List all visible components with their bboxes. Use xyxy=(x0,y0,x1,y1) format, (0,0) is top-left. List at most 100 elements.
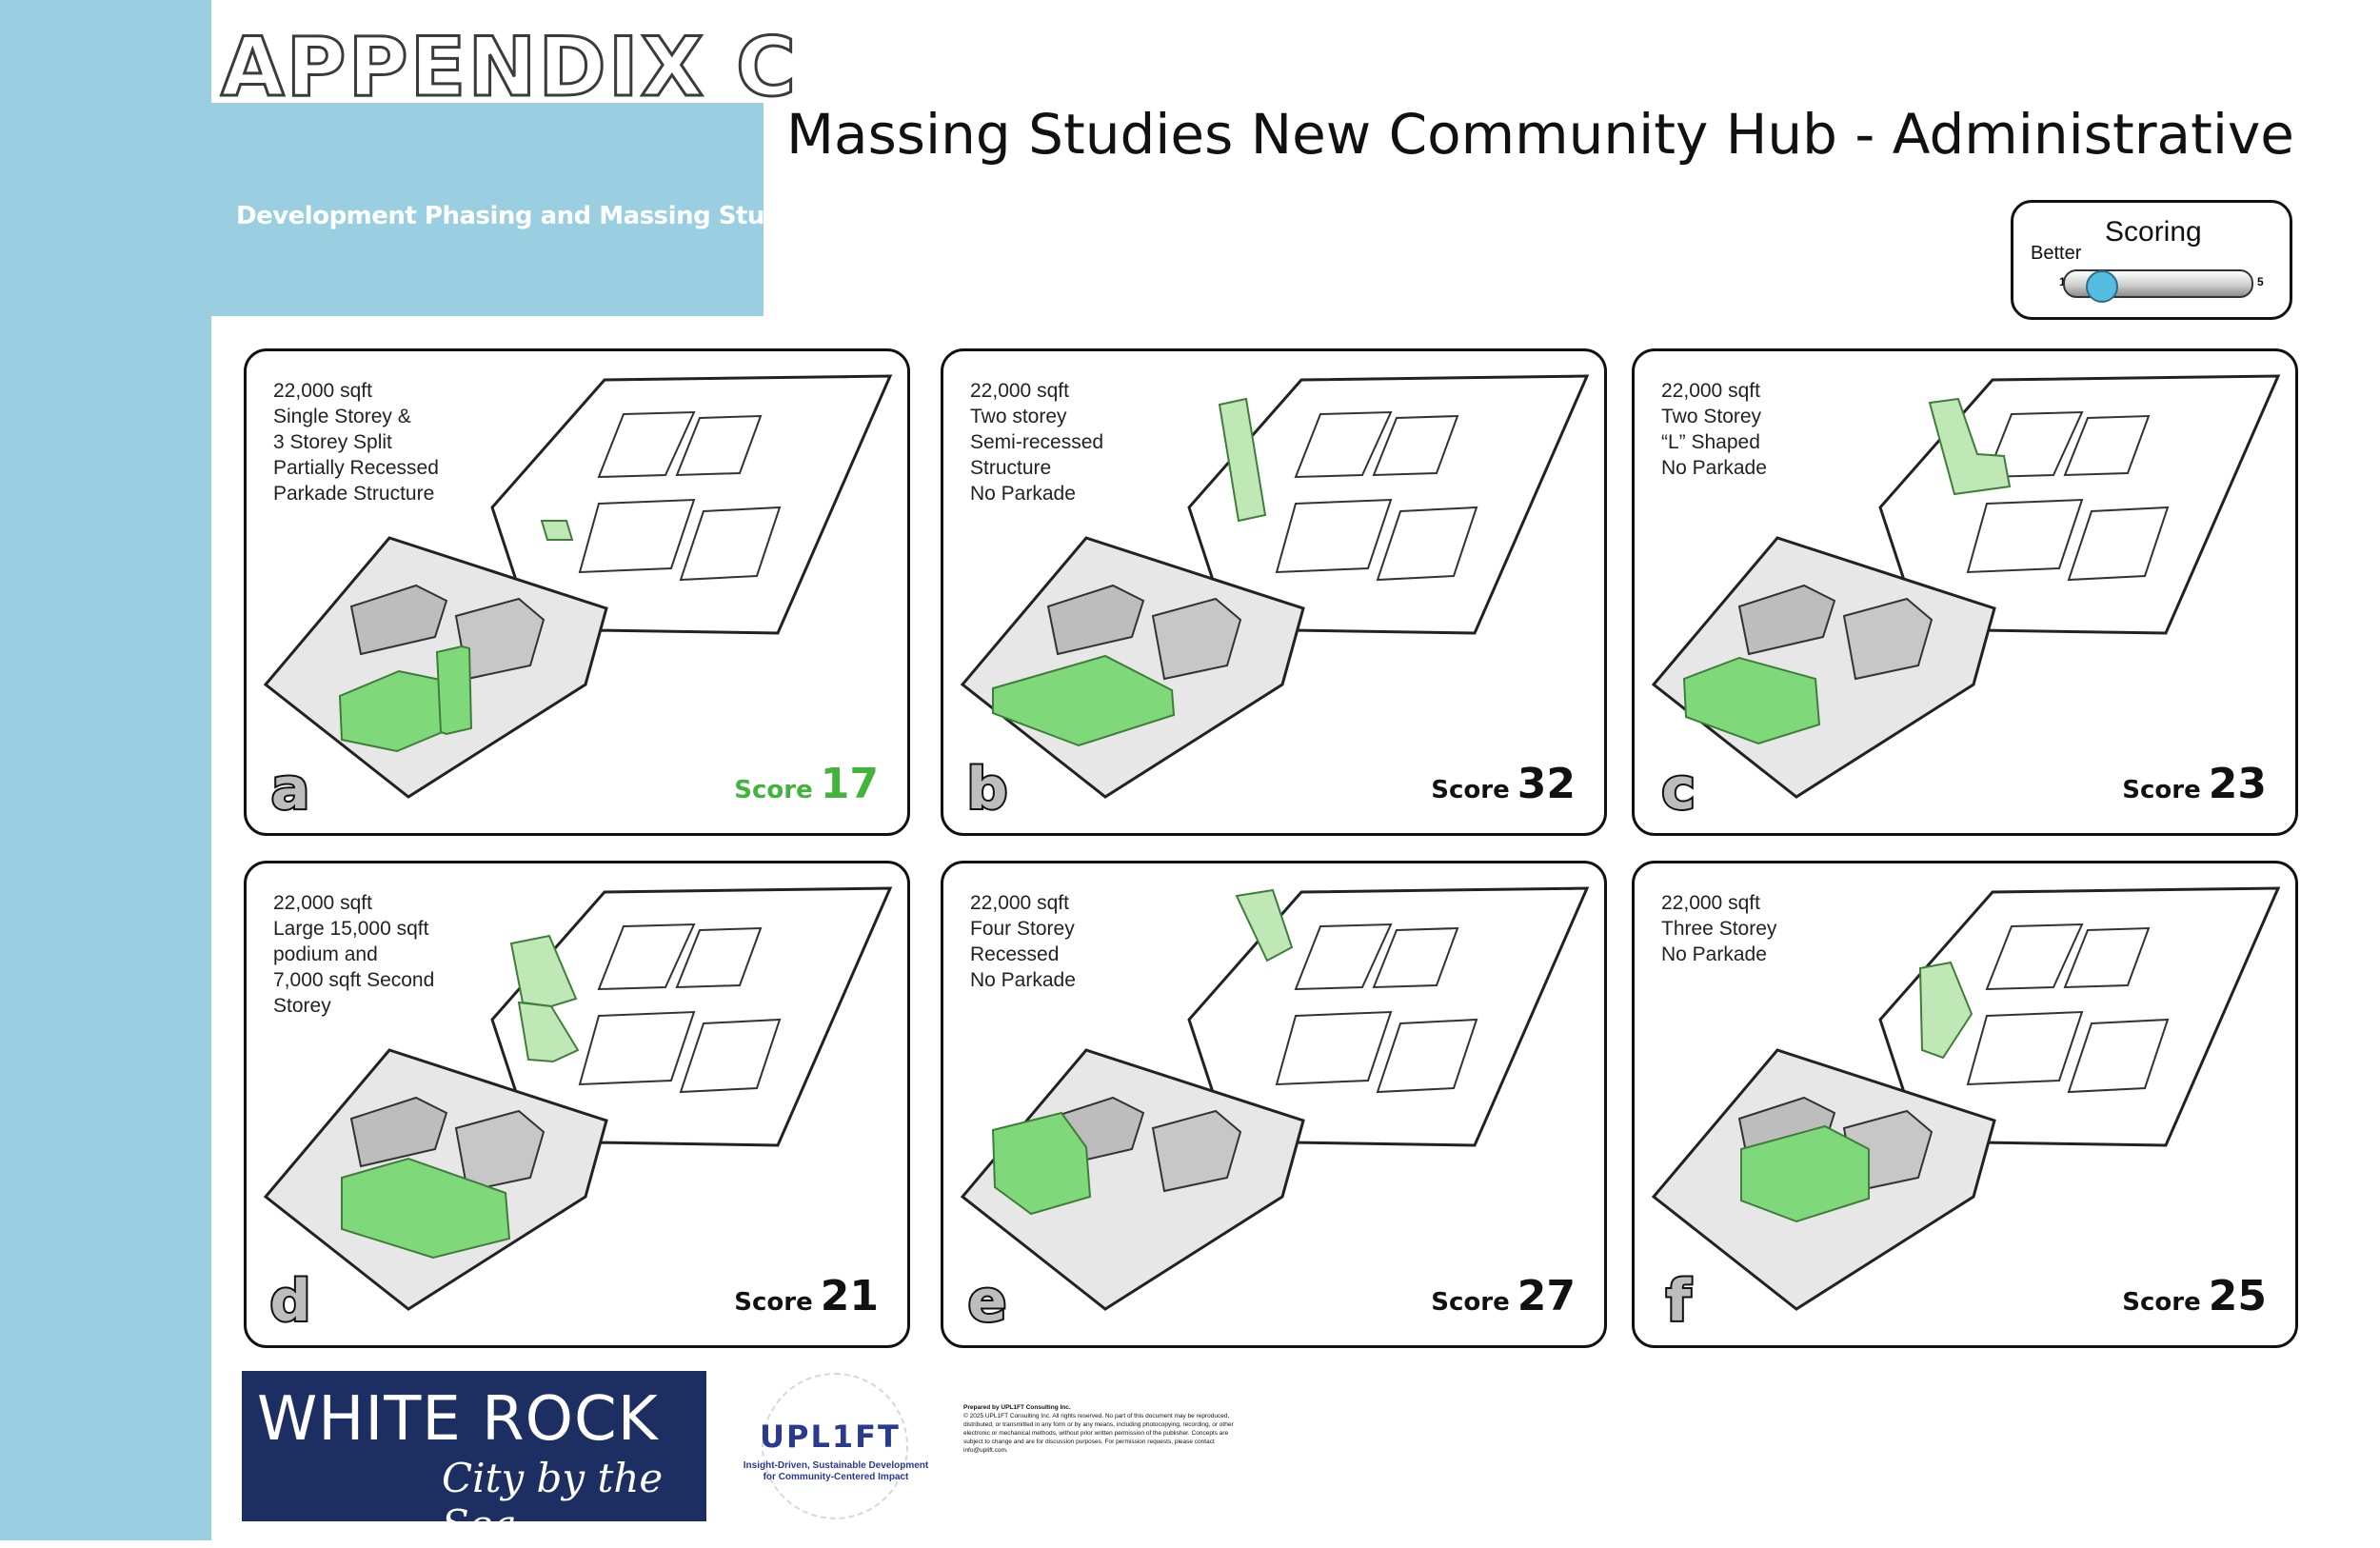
building-outline xyxy=(597,923,696,991)
scoring-better-label: Better xyxy=(2031,243,2082,264)
massing-diagram-d xyxy=(263,886,893,1311)
massing-slab xyxy=(992,654,1176,747)
description-line: Structure xyxy=(970,457,1052,479)
description-line: “L” Shaped xyxy=(1661,431,1760,453)
description-line: Three Storey xyxy=(1661,918,1777,940)
option-letter-e: e xyxy=(966,1271,1009,1332)
option-letter-text: c xyxy=(1661,759,1696,820)
description-line: No Parkade xyxy=(1661,457,1767,479)
massing-tower xyxy=(435,645,473,736)
massing-footprint-top xyxy=(540,520,574,541)
massing-tower-four xyxy=(991,1111,1092,1216)
building-outline xyxy=(1966,1010,2084,1086)
description-line: Recessed xyxy=(970,943,1060,965)
score-value: 27 xyxy=(1517,1272,1576,1320)
score-value: 23 xyxy=(2208,760,2267,808)
page-title: Massing Studies New Community Hub - Admi… xyxy=(786,102,2294,167)
description-line: Partially Recessed xyxy=(273,457,439,479)
massing-footprint-top xyxy=(517,1001,580,1063)
building-outline xyxy=(1275,1010,1393,1086)
score-value: 32 xyxy=(1517,760,1576,808)
massing-diagram-e xyxy=(960,886,1590,1311)
legal-heading: Prepared by UPL1FT Consulting Inc. xyxy=(963,1404,1071,1411)
building-outline xyxy=(1294,410,1393,479)
massing-footprint-top xyxy=(1918,961,1973,1060)
massing-diagram-a xyxy=(263,374,893,799)
building-outline xyxy=(1294,923,1393,991)
white-rock-tagline: City by the Sea xyxy=(442,1455,664,1548)
description-line: 22,000 sqft xyxy=(970,380,1069,402)
score-value: 17 xyxy=(820,760,879,808)
description-line: 22,000 sqft xyxy=(1661,892,1760,914)
white-rock-wordmark: WHITE ROCK xyxy=(257,1384,659,1455)
appendix-title: APPENDIX C xyxy=(219,20,799,115)
building-3d xyxy=(349,584,448,656)
building-outline xyxy=(1985,923,2084,991)
option-letter-text: b xyxy=(967,759,1008,820)
building-outline xyxy=(679,1018,782,1094)
building-outline xyxy=(1966,498,2084,574)
building-outline xyxy=(2063,926,2151,989)
description-line: No Parkade xyxy=(970,483,1076,505)
option-letter-d: d xyxy=(268,1271,313,1332)
description-line: Two storey xyxy=(970,406,1067,427)
building-outline xyxy=(578,498,696,574)
scoring-slider-knob xyxy=(2086,270,2118,303)
building-3d xyxy=(1737,584,1836,656)
building-3d xyxy=(1842,597,1934,681)
massing-footprint-top xyxy=(1218,397,1267,523)
description-line: 22,000 sqft xyxy=(970,892,1069,914)
description-line: No Parkade xyxy=(1661,943,1767,965)
option-letter-c: c xyxy=(1659,759,1697,820)
massing-footprint-top xyxy=(1928,397,2012,496)
building-outline xyxy=(1372,414,1459,477)
building-3d xyxy=(1151,597,1242,681)
building-outline xyxy=(578,1010,696,1086)
white-rock-logo: WHITE ROCK City by the Sea xyxy=(242,1371,706,1548)
uplift-logo: UPL1FT Insight-Driven, Sustainable Devel… xyxy=(733,1373,942,1521)
option-letter-a: a xyxy=(269,759,312,820)
building-3d xyxy=(1046,584,1145,656)
building-outline xyxy=(1372,926,1459,989)
building-outline xyxy=(1275,498,1393,574)
option-letter-text: d xyxy=(270,1271,311,1332)
uplift-wordmark: UPL1FT xyxy=(760,1419,901,1455)
description-line: Semi-recessed xyxy=(970,431,1104,453)
building-outline xyxy=(2067,1018,2170,1094)
score-label: Score xyxy=(734,776,813,804)
option-letter-f: f xyxy=(1664,1271,1694,1332)
banner-subtitle: Development Phasing and Massing Studies xyxy=(236,202,821,230)
score-label: Score xyxy=(2122,1288,2201,1317)
description-line: podium and xyxy=(273,943,378,965)
description-line: 22,000 sqft xyxy=(273,892,372,914)
description-line: Storey xyxy=(273,995,331,1017)
massing-diagram-b xyxy=(960,374,1590,799)
uplift-tagline: Insight-Driven, Sustainable Development … xyxy=(743,1460,929,1482)
uplift-ring-icon xyxy=(762,1373,908,1519)
building-outline xyxy=(1376,506,1478,582)
building-3d xyxy=(1151,1109,1242,1193)
score-label: Score xyxy=(1431,1288,1510,1317)
description-line: Four Storey xyxy=(970,918,1075,940)
legal-body: © 2025 UPL1FT Consulting Inc. All rights… xyxy=(963,1413,1234,1454)
left-sidebar-band xyxy=(0,0,211,1540)
option-letter-text: f xyxy=(1666,1271,1692,1332)
score-label: Score xyxy=(2122,776,2201,804)
massing-podium-large xyxy=(341,1157,511,1260)
building-3d xyxy=(349,1096,448,1168)
description-line: No Parkade xyxy=(970,969,1076,991)
score-value: 21 xyxy=(820,1272,879,1320)
description-line: 22,000 sqft xyxy=(1661,380,1760,402)
